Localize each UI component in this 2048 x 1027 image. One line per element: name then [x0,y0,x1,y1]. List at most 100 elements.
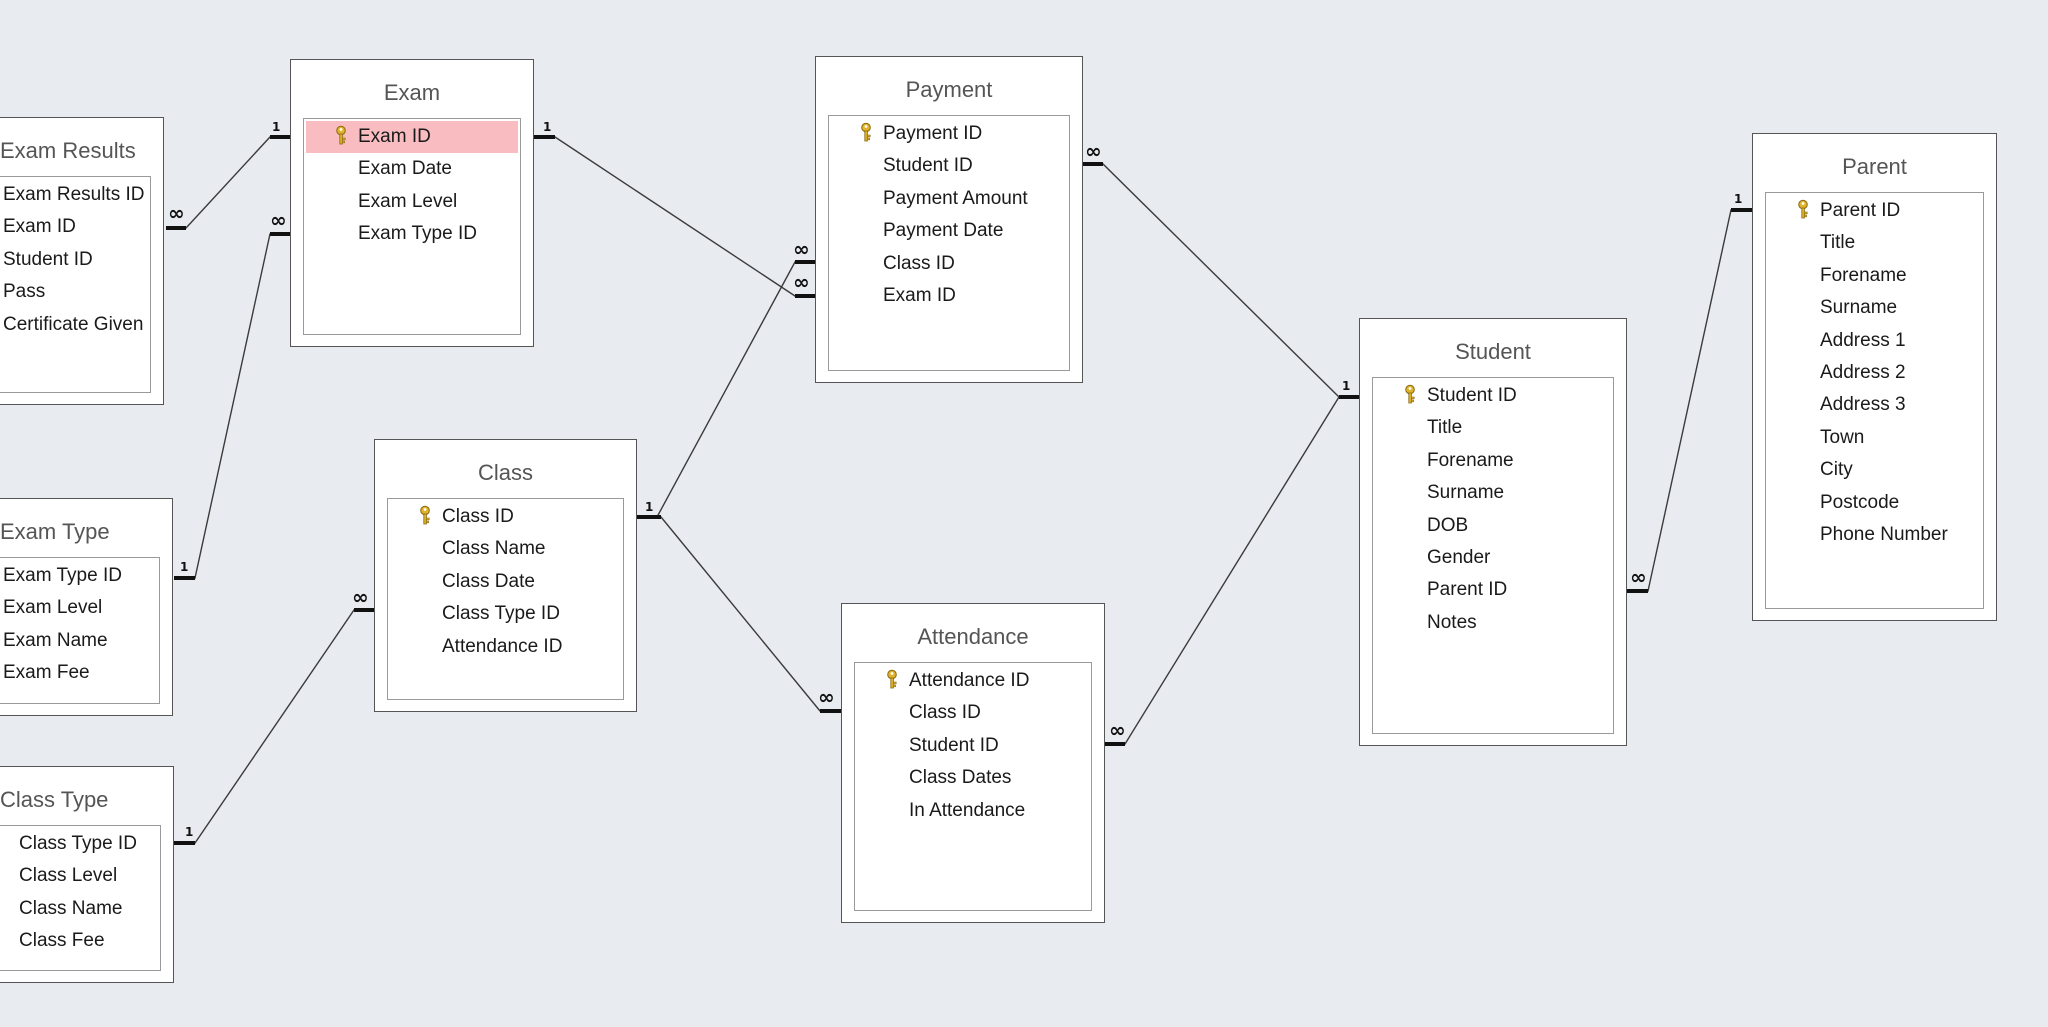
field-row[interactable]: Payment Date [831,215,1067,247]
field-row[interactable]: Student ID [0,244,148,276]
relationship-line[interactable]: ∞1 [166,120,290,230]
field-row[interactable]: Phone Number [1768,519,1981,551]
field-row[interactable]: Student ID [831,150,1067,182]
field-label: Address 1 [1820,329,1906,351]
field-row[interactable]: Parent ID [1768,195,1981,227]
field-row[interactable]: Surname [1375,477,1611,509]
field-row[interactable]: Exam ID [306,121,518,154]
field-row[interactable]: Class Type ID [390,598,621,630]
table-title[interactable]: Student [1455,339,1531,364]
field-label: DOB [1427,514,1469,536]
field-row[interactable]: Attendance ID [390,631,621,663]
field-row[interactable]: Exam ID [0,211,148,243]
field-row[interactable]: Class Type ID [0,828,158,860]
field-row[interactable]: Pass [0,276,148,308]
relationship-line[interactable]: 1∞ [534,120,815,298]
field-label: Class ID [883,252,955,274]
relationship-line[interactable]: ∞ [1105,395,1359,746]
field-row[interactable]: Class ID [831,248,1067,280]
field-row[interactable]: DOB [1375,510,1611,542]
field-row[interactable]: Forename [1375,445,1611,477]
field-label: In Attendance [909,799,1026,821]
table-title[interactable]: Class Type [0,787,109,812]
table-title[interactable]: Payment [905,77,993,102]
field-row[interactable]: Class Level [0,860,158,892]
field-row[interactable]: Class Dates [857,762,1089,794]
field-row[interactable]: In Attendance [857,795,1089,827]
field-row[interactable]: Exam Type ID [306,218,518,250]
field-row[interactable]: Address 3 [1768,389,1981,421]
relationship-line[interactable]: 1∞ [637,237,815,519]
field-row[interactable]: Certificate Given [0,309,148,341]
field-label: Class Name [442,538,546,560]
field-row[interactable]: Address 1 [1768,325,1981,357]
field-label: Exam Level [358,190,458,212]
field-label: Class Name [19,897,123,919]
field-row[interactable]: Notes [1375,607,1611,639]
field-row[interactable]: City [1768,454,1981,486]
field-row[interactable]: Class Name [390,533,621,565]
table-title[interactable]: Class [477,460,533,485]
table-title[interactable]: Parent [1842,154,1907,179]
field-label: Surname [1427,482,1505,504]
field-row[interactable]: Postcode [1768,487,1981,519]
field-label: Exam ID [3,216,76,238]
table-title[interactable]: Exam Results [0,138,136,163]
field-row[interactable]: Exam Results ID [0,179,148,211]
field-row[interactable]: Payment ID [831,118,1067,150]
field-row[interactable]: Exam Name [0,625,157,657]
relationship-line[interactable]: 1∞ [174,585,374,845]
field-row[interactable]: Student ID [1375,380,1611,412]
many-marker: ∞ [818,685,835,709]
field-row[interactable]: Town [1768,422,1981,454]
field-row[interactable]: Class Date [390,566,621,598]
primary-key-icon [861,122,871,142]
relationship-line[interactable]: ∞ [637,515,841,713]
field-row[interactable]: Forename [1768,260,1981,292]
field-row[interactable]: Exam Type ID [0,560,157,592]
field-row[interactable]: Exam Date [306,153,518,185]
field-row[interactable]: Class ID [390,501,621,533]
table-title[interactable]: Attendance [917,624,1029,649]
field-row[interactable]: Surname [1768,292,1981,324]
table-title[interactable]: Exam [383,80,441,105]
field-row[interactable]: Exam ID [831,280,1067,312]
field-row[interactable]: Exam Fee [0,657,157,689]
relationship-line[interactable]: ∞1 [1083,139,1359,399]
field-row[interactable]: Parent ID [1375,574,1611,606]
field-row[interactable]: Student ID [857,730,1089,762]
field-row[interactable]: Exam Level [0,592,157,624]
table-title[interactable]: Exam Type [0,519,110,544]
field-row[interactable]: Gender [1375,542,1611,574]
field-row[interactable]: Title [1768,227,1981,259]
field-row[interactable]: Address 2 [1768,357,1981,389]
field-row[interactable]: Attendance ID [857,665,1089,697]
relationship-line[interactable]: ∞1 [1627,192,1752,593]
field-row[interactable]: Payment Amount [831,183,1067,215]
field-row[interactable]: Class ID [857,697,1089,729]
field-label: Payment ID [883,123,983,144]
field-row[interactable]: Class Fee [0,925,158,957]
field-row[interactable]: Class Name [0,893,158,925]
relationship-line[interactable]: 1∞ [174,208,290,580]
field-row[interactable]: Exam Level [306,186,518,218]
field-row[interactable]: Title [1375,412,1611,444]
